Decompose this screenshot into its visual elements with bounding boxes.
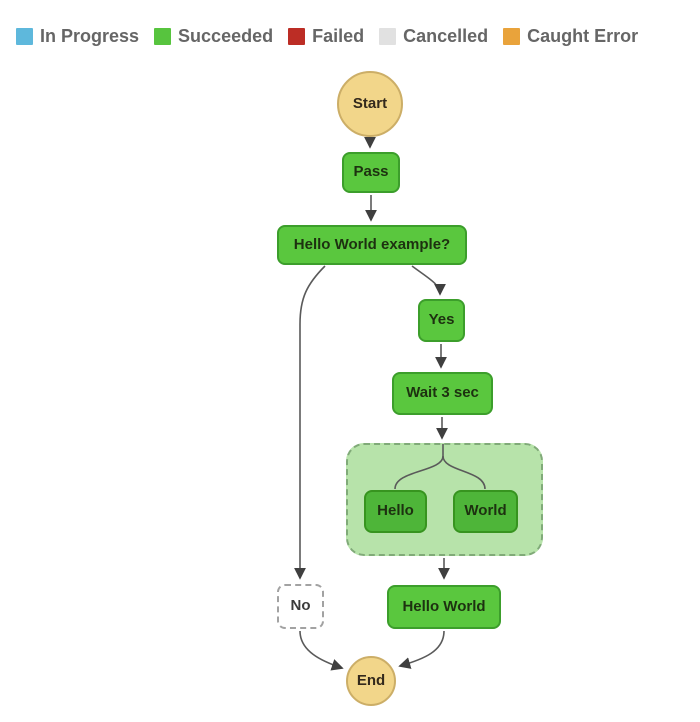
legend-item-in-progress: In Progress bbox=[16, 26, 139, 47]
wait-state-node[interactable]: Wait 3 sec bbox=[392, 372, 493, 415]
legend-label: Cancelled bbox=[403, 26, 489, 46]
hello-task-node[interactable]: Hello bbox=[364, 490, 427, 533]
edge-choice-no bbox=[294, 265, 326, 580]
pass-state-node[interactable]: Pass bbox=[342, 152, 400, 193]
end-node[interactable]: End bbox=[346, 656, 396, 706]
legend-label: Caught Error bbox=[527, 26, 639, 46]
legend-label: Succeeded bbox=[178, 26, 274, 46]
legend-item-succeeded: Succeeded bbox=[154, 26, 273, 47]
edge-helloworld-end bbox=[398, 630, 445, 669]
succeeded-swatch bbox=[154, 28, 172, 45]
caught-error-swatch bbox=[503, 28, 521, 45]
choice-state-node[interactable]: Hello World example? bbox=[277, 225, 467, 265]
cancelled-swatch bbox=[379, 28, 397, 45]
no-branch-node[interactable]: No bbox=[277, 584, 324, 629]
edge-choice-yes bbox=[411, 265, 446, 296]
status-legend: In Progress Succeeded Failed Cancelled C… bbox=[16, 26, 638, 47]
legend-label: In Progress bbox=[40, 26, 140, 46]
world-task-node[interactable]: World bbox=[453, 490, 518, 533]
hello-world-state-node[interactable]: Hello World bbox=[387, 585, 501, 629]
legend-label: Failed bbox=[312, 26, 365, 46]
edge-split-hello bbox=[394, 455, 444, 490]
failed-swatch bbox=[288, 28, 306, 45]
yes-branch-node[interactable]: Yes bbox=[418, 299, 465, 342]
in-progress-swatch bbox=[16, 28, 33, 45]
legend-item-caught-error: Caught Error bbox=[503, 26, 638, 47]
edge-split-world bbox=[442, 455, 486, 490]
legend-item-cancelled: Cancelled bbox=[379, 26, 488, 47]
start-node[interactable]: Start bbox=[337, 71, 403, 137]
edge-no-end bbox=[299, 630, 344, 671]
legend-item-failed: Failed bbox=[288, 26, 364, 47]
